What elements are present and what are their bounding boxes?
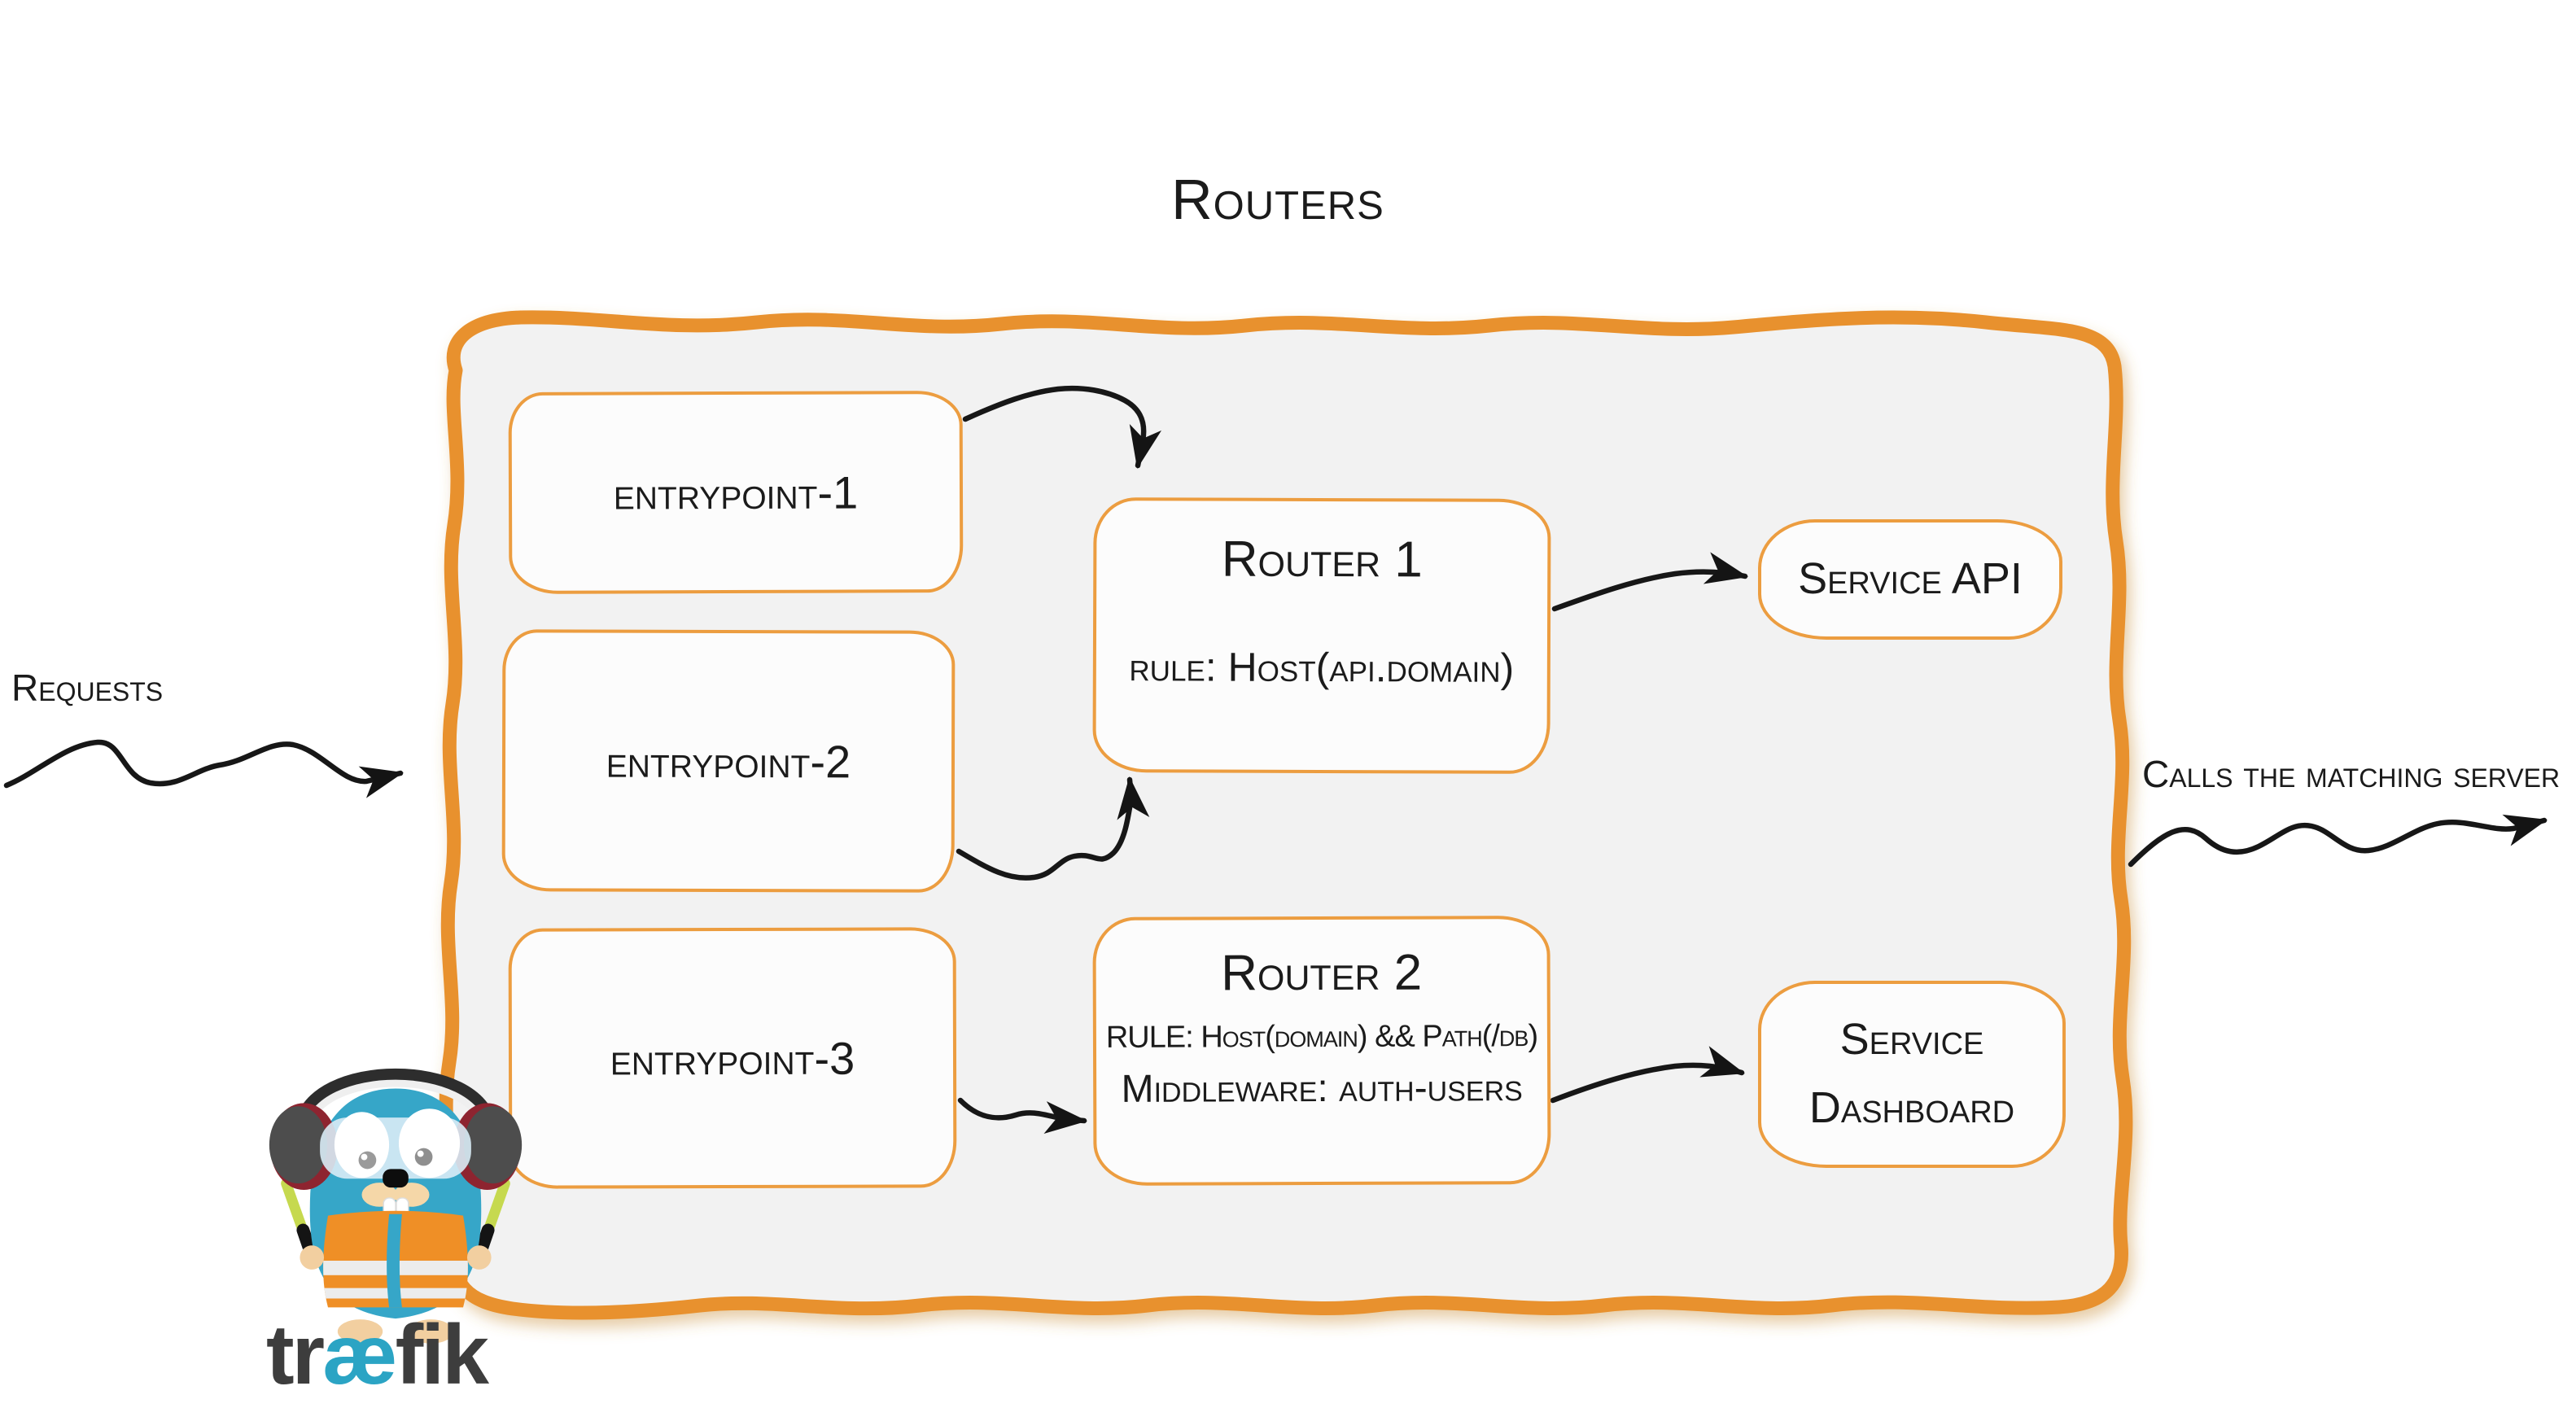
router-2-rule: RULE: Host(domain) && Path(/db)	[1105, 1019, 1538, 1055]
router-1-node: Router 1 rule: Host(api.domain)	[1092, 497, 1551, 774]
left-ear-cup	[269, 1103, 338, 1191]
router-2-node: Router 2 RULE: Host(domain) && Path(/db)…	[1092, 916, 1551, 1186]
router-2-name: Router 2	[1221, 944, 1423, 1002]
router-2-middleware: Middleware: auth-users	[1121, 1066, 1523, 1111]
arrow-entrypoint2-to-router1	[956, 776, 1150, 881]
arrow-router1-to-service-api	[1551, 552, 1748, 612]
router-1-name: Router 1	[1221, 531, 1423, 588]
traefik-gopher-logo	[269, 1068, 523, 1344]
entrypoint-1-node: entrypoint-1	[508, 391, 964, 594]
right-ear-cup	[453, 1103, 523, 1191]
left-eye	[334, 1112, 390, 1178]
right-eye	[398, 1108, 461, 1178]
wordmark-tr: tr	[266, 1308, 325, 1402]
right-hand	[466, 1245, 492, 1270]
left-foot	[337, 1319, 383, 1344]
entrypoint-3-label: entrypoint-3	[610, 1032, 855, 1084]
entrypoint-3-node: entrypoint-3	[508, 927, 957, 1189]
requests-label: Requests	[11, 667, 164, 709]
arrow-entrypoint3-to-router2	[957, 1097, 1087, 1134]
arrow-requests	[3, 739, 404, 798]
headphones-band	[293, 1068, 498, 1135]
wordmark-ae: æ	[322, 1308, 398, 1402]
entrypoint-2-label: entrypoint-2	[606, 735, 851, 787]
service-dashboard-node: Service Dashboard	[1758, 981, 2066, 1168]
arrow-entrypoint1-to-router1	[962, 385, 1162, 469]
diagram-title: Routers	[1171, 168, 1384, 231]
calls-matching-server-label: Calls the matching server	[2142, 753, 2561, 795]
safety-vest	[323, 1210, 468, 1308]
entrypoint-2-node: entrypoint-2	[501, 629, 956, 893]
wordmark-fik: fik	[395, 1308, 489, 1402]
service-dashboard-label: Service Dashboard	[1808, 1015, 2015, 1132]
nose	[383, 1169, 409, 1188]
entrypoint-1-label: entrypoint-1	[613, 466, 859, 519]
arrow-calls-matching-server	[2128, 814, 2548, 868]
service-api-label: Service API	[1798, 554, 2023, 604]
traefik-wordmark: træfik	[266, 1307, 489, 1404]
router-1-rule: rule: Host(api.domain)	[1129, 644, 1515, 691]
right-foot	[408, 1319, 454, 1344]
arrow-router2-to-service-dashboard	[1550, 1046, 1745, 1104]
service-api-node: Service API	[1758, 519, 2062, 640]
left-hand	[300, 1245, 325, 1270]
